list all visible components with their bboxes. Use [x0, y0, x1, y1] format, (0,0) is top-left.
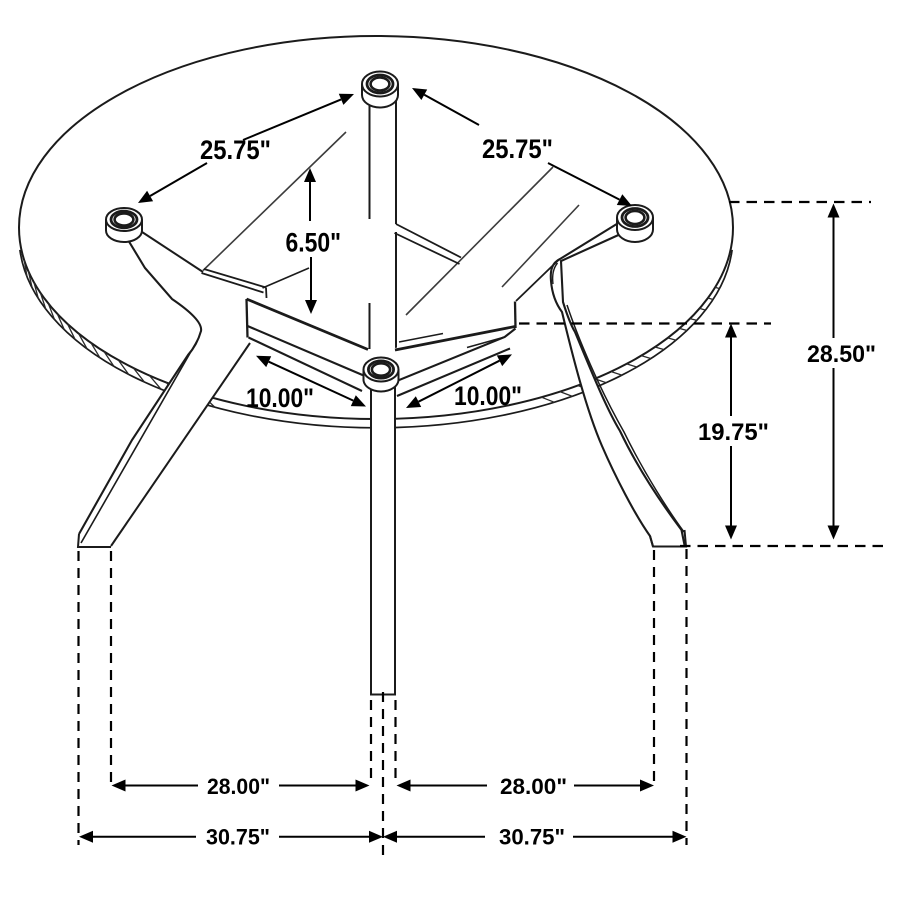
svg-text:6.50": 6.50"	[286, 228, 342, 258]
svg-text:28.50": 28.50"	[807, 341, 876, 368]
svg-text:10.00": 10.00"	[454, 381, 522, 411]
svg-text:25.75": 25.75"	[482, 134, 553, 164]
svg-text:30.75": 30.75"	[206, 825, 270, 850]
svg-text:10.00": 10.00"	[246, 383, 314, 413]
svg-text:25.75": 25.75"	[200, 135, 271, 165]
svg-text:19.75": 19.75"	[698, 419, 769, 446]
svg-text:30.75": 30.75"	[499, 825, 565, 850]
svg-text:28.00": 28.00"	[500, 774, 567, 799]
svg-text:28.00": 28.00"	[207, 774, 270, 799]
